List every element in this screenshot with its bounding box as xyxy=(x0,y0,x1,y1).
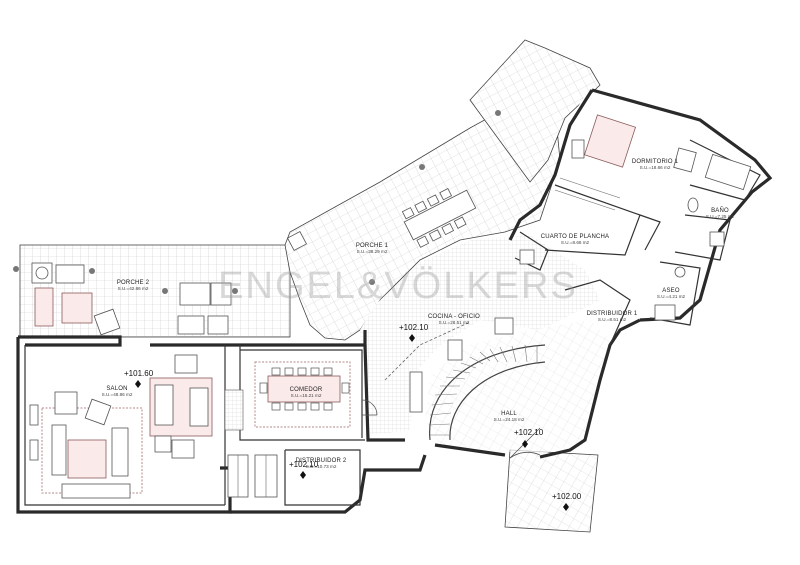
comedor-furniture xyxy=(254,361,351,428)
top-terrace-floor xyxy=(469,39,601,183)
room-name: CUARTO DE PLANCHA xyxy=(541,234,610,240)
elevation-marker-hall: +102.10 xyxy=(514,428,544,448)
room-name: HALL xyxy=(501,411,517,417)
hall-floor xyxy=(425,320,610,455)
room-name: SALON xyxy=(106,386,127,392)
elevation-marker-entrance: +102.00 xyxy=(552,492,582,511)
room-name: COMEDOR xyxy=(290,387,323,393)
distribuidor-2-doors xyxy=(224,389,378,498)
room-label-hall: HALL S.U.=24.18 m2 xyxy=(494,411,525,422)
elevation-value: +102.10 xyxy=(289,460,319,469)
elevation-value: +102.10 xyxy=(514,428,544,437)
dormitorio-floor xyxy=(555,95,700,250)
bedroom-furniture xyxy=(554,114,752,321)
room-area: S.U.=8.66 m2 xyxy=(561,240,590,245)
room-label-comedor: COMEDOR S.U.=15.21 m2 xyxy=(290,387,323,398)
cocina-floor xyxy=(360,235,600,435)
room-label-distribuidor-1: DISTRIBUIDOR 1 S.U.=8.51 m2 xyxy=(587,311,638,322)
interior-walls xyxy=(24,139,761,506)
room-label-cuarto-plancha: CUARTO DE PLANCHA S.U.=8.66 m2 xyxy=(541,234,610,245)
room-area: S.U.=48.86 m2 xyxy=(102,392,133,397)
elevation-marker-distribuidor-2: +102.10 xyxy=(289,460,319,479)
room-name: ASEO xyxy=(662,288,680,294)
room-area: S.U.=15.21 m2 xyxy=(291,393,322,398)
room-label-porche-2: PORCHE 2 S.U.=42.86 m2 xyxy=(117,280,150,291)
cocina-fixtures xyxy=(384,317,514,413)
room-label-porche-1: PORCHE 1 S.U.=38.29 m2 xyxy=(356,243,389,254)
room-name: PORCHE 2 xyxy=(117,280,150,286)
room-label-cocina: COCINA - OFICIO S.U.=28.51 m2 xyxy=(428,314,480,325)
room-label-bano: BAÑO S.U.=7.25 m2 xyxy=(706,207,735,219)
room-area: S.U.=24.18 m2 xyxy=(494,417,525,422)
exterior-walls xyxy=(16,88,773,514)
elevation-value: +102.10 xyxy=(399,323,429,332)
watermark: ENGEL&VÖLKERS xyxy=(218,265,578,307)
room-label-aseo: ASEO S.U.=4.21 m2 xyxy=(657,288,686,299)
elevation-marker-salon: +101.60 xyxy=(124,369,154,388)
room-area: S.U.=10.73 m2 xyxy=(306,464,337,469)
room-name: DISTRIBUIDOR 2 xyxy=(296,458,347,464)
room-area: S.U.=38.29 m2 xyxy=(357,249,388,254)
room-label-salon: SALON S.U.=48.86 m2 xyxy=(102,386,133,397)
room-area: S.U.=42.86 m2 xyxy=(118,286,149,291)
room-area: S.U.=28.51 m2 xyxy=(439,320,470,325)
room-label-distribuidor-2: DISTRIBUIDOR 2 S.U.=10.73 m2 xyxy=(296,458,347,469)
room-name: BAÑO xyxy=(711,207,729,214)
room-area: S.U.=18.66 m2 xyxy=(640,165,671,170)
elevation-value: +102.00 xyxy=(552,492,582,501)
room-area: S.U.=8.51 m2 xyxy=(598,317,627,322)
room-area: S.U.=7.25 m2 xyxy=(706,214,735,219)
entrance-terrace-floor xyxy=(504,449,599,533)
room-name: DORMITORIO 1 xyxy=(632,159,679,165)
room-name: COCINA - OFICIO xyxy=(428,314,480,320)
elevation-value: +101.60 xyxy=(124,369,154,378)
room-area: S.U.=4.21 m2 xyxy=(657,294,686,299)
porche-2-furniture xyxy=(13,262,238,336)
room-name: PORCHE 1 xyxy=(356,243,389,249)
spiral-staircase xyxy=(428,344,546,441)
salon-furniture xyxy=(29,354,213,499)
porche-1-furniture xyxy=(286,110,535,285)
room-label-dormitorio-1: DORMITORIO 1 S.U.=18.66 m2 xyxy=(632,159,679,170)
elevation-marker-cocina: +102.10 xyxy=(399,323,429,342)
room-name: DISTRIBUIDOR 1 xyxy=(587,311,638,317)
